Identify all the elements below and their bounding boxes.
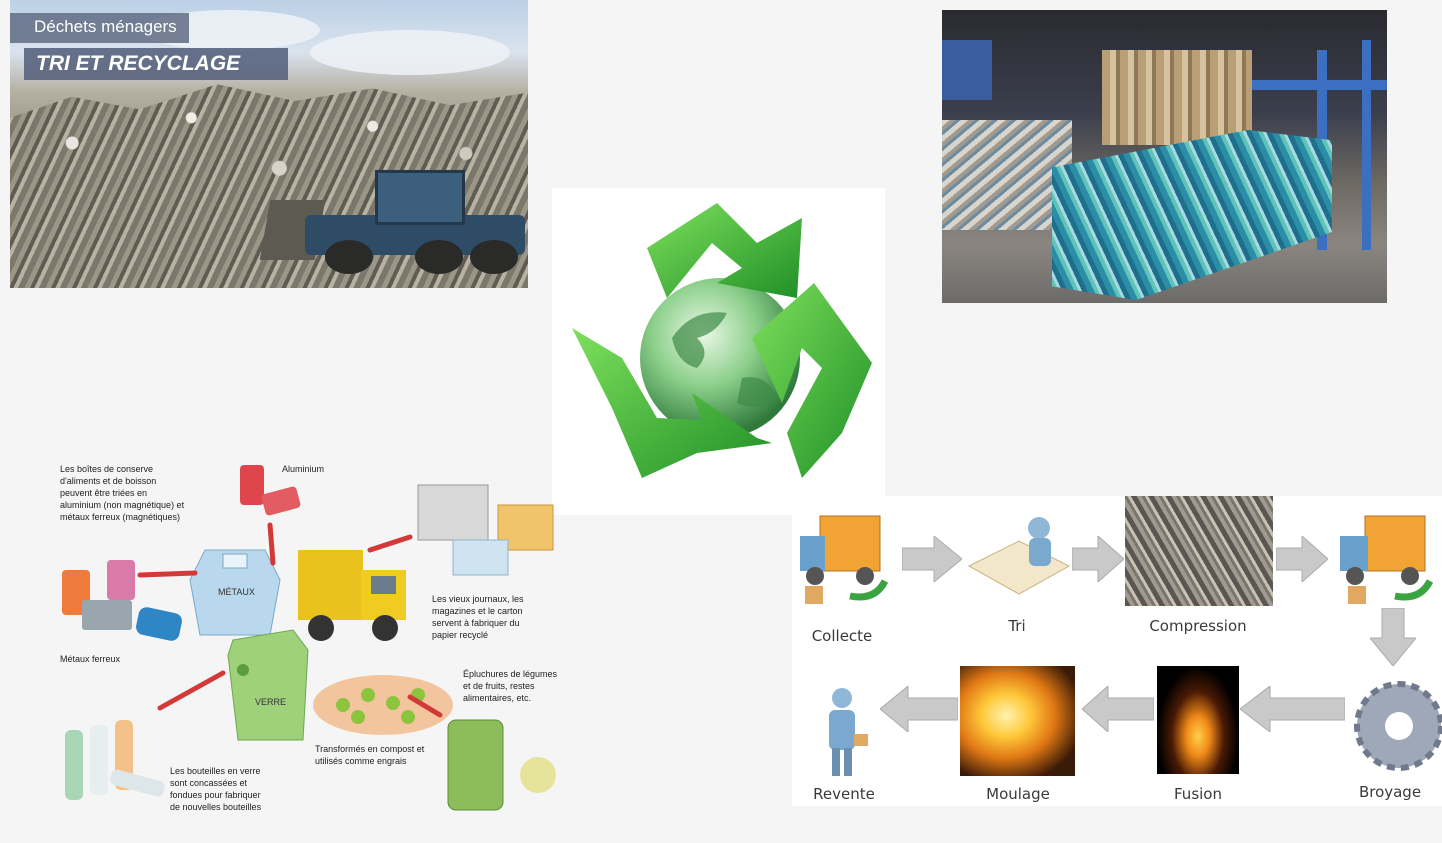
arrow-right-icon xyxy=(902,536,962,582)
arrow-left-icon xyxy=(1082,686,1154,732)
arrow-left-icon xyxy=(1240,686,1345,732)
cans-text: Les boîtes de conserve d'aliments et de … xyxy=(60,464,185,522)
steel-beam xyxy=(1222,80,1387,90)
bulldozer xyxy=(259,170,528,275)
step-label-revente: Revente xyxy=(813,785,875,803)
metal-bin-label: MÉTAUX xyxy=(218,587,255,597)
sorting-arrows xyxy=(137,522,443,718)
recycle-logo xyxy=(552,188,885,515)
cardboard-bales xyxy=(1102,50,1252,145)
fusion-photo xyxy=(1157,666,1239,774)
paper-text: Les vieux journaux, les magazines et le … xyxy=(432,594,524,640)
aluminium-cans-icon xyxy=(240,465,301,516)
delivery-truck-icon xyxy=(800,515,889,604)
paper-cardboard-icon xyxy=(417,484,554,576)
food-waste-icon xyxy=(313,675,453,735)
title-label: TRI ET RECYCLAGE xyxy=(24,48,288,80)
delivery-truck-icon xyxy=(1340,515,1434,604)
molding-photo xyxy=(960,666,1075,776)
compression-photo xyxy=(1125,496,1273,606)
steel-cans-icon xyxy=(62,560,182,641)
glass-bottles-icon xyxy=(65,720,165,800)
arrow-down-icon xyxy=(1370,608,1416,666)
bottles-text: Les bouteilles en verre sont concassées … xyxy=(170,766,262,812)
step-label-compression: Compression xyxy=(1149,617,1247,635)
landfill-photo: Déchets ménagers TRI ET RECYCLAGE xyxy=(10,0,528,288)
arrow-icon xyxy=(267,522,276,566)
plastic-bottle-bales xyxy=(1052,130,1332,300)
aluminium-text: Aluminium xyxy=(282,464,325,474)
arrow-icon xyxy=(137,570,198,578)
waste-pile xyxy=(942,120,1072,230)
sorting-infographic: Les boîtes de conserve d'aliments et de … xyxy=(45,445,570,825)
sorting-desk-icon xyxy=(967,517,1071,595)
arrow-left-icon xyxy=(880,686,958,732)
warehouse-photo xyxy=(942,10,1387,303)
arrow-right-icon xyxy=(1072,536,1124,582)
garbage-truck-icon xyxy=(298,550,406,641)
glass-bin-icon xyxy=(227,629,309,741)
recycle-symbol-icon xyxy=(572,203,872,478)
step-label-collecte: Collecte xyxy=(811,627,873,645)
cloud xyxy=(310,30,510,75)
step-label-fusion: Fusion xyxy=(1174,785,1222,803)
compost-bin-icon xyxy=(447,719,556,811)
glass-bin-label: VERRE xyxy=(255,697,287,707)
ferrous-metals-text: Métaux ferreux xyxy=(60,654,121,664)
steel-beam xyxy=(1362,40,1371,250)
peelings-text: Épluchures de légumes et de fruits, rest… xyxy=(463,669,558,703)
step-label-tri: Tri xyxy=(1008,617,1026,635)
step-label-broyage: Broyage xyxy=(1358,783,1422,801)
step-label-moulage: Moulage xyxy=(986,785,1050,803)
compost-text: Transformés en compost et utilisés comme… xyxy=(315,744,425,766)
arrow-icon xyxy=(157,670,226,711)
arrow-icon xyxy=(367,534,413,553)
machine xyxy=(942,40,992,100)
arrow-icon xyxy=(407,694,443,718)
arrow-right-icon xyxy=(1276,536,1328,582)
subtitle-label: Déchets ménagers xyxy=(10,13,189,43)
recycling-process-diagram: Collecte Tri Compression Broyage Fusion … xyxy=(792,496,1442,806)
gear-icon xyxy=(1354,681,1442,771)
person-icon xyxy=(829,688,868,776)
